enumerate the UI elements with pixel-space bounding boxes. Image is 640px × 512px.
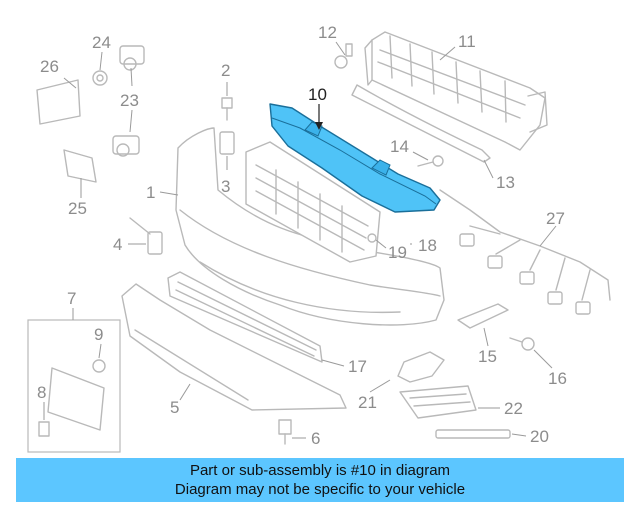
callout-6: 6 [311, 429, 320, 448]
bracket-26-part [36, 79, 81, 125]
callout-9: 9 [94, 325, 103, 344]
trim-part-22 [399, 385, 477, 419]
clip-4-part [129, 217, 163, 255]
energy-absorber-part-10 [269, 103, 441, 213]
callout-25: 25 [68, 199, 87, 218]
wiring-harness-part-27 [439, 189, 611, 315]
bolt-12-part [334, 43, 353, 69]
lower-grille-part-17 [167, 271, 323, 363]
brace-part [351, 84, 491, 163]
callout-13: 13 [496, 173, 515, 192]
bolt-16-part [509, 337, 535, 351]
bracket-25-part [63, 149, 97, 183]
nut-3-part [219, 131, 235, 155]
grille-part-18 [245, 141, 381, 263]
callout-19: 19 [388, 243, 407, 262]
strip-part-20 [435, 429, 511, 439]
sensor-23-part [112, 45, 145, 157]
callout-2: 2 [221, 61, 230, 80]
callout-7: 7 [67, 289, 76, 308]
reinforcement-bar-part [364, 31, 548, 151]
callout-21: 21 [358, 393, 377, 412]
bolt-6-part [278, 419, 292, 445]
callout-23: 23 [120, 91, 139, 110]
callout-22: 22 [504, 399, 523, 418]
trim-part-21 [397, 351, 445, 383]
bolt-14-part [417, 155, 444, 167]
callout-24: 24 [92, 33, 111, 52]
callout-14: 14 [390, 137, 409, 156]
callout-26: 26 [40, 57, 59, 76]
callout-20: 20 [530, 427, 549, 446]
callout-16: 16 [548, 369, 567, 388]
info-banner: Part or sub-assembly is #10 in diagram D… [16, 458, 624, 502]
callout-12: 12 [318, 23, 337, 42]
callout-4: 4 [113, 235, 122, 254]
callout-11: 11 [458, 32, 476, 51]
callout-17: 17 [348, 357, 367, 376]
reflector-part-15 [457, 303, 509, 329]
callout-5: 5 [170, 398, 179, 417]
callout-1: 1 [146, 183, 155, 202]
banner-line-2: Diagram may not be specific to your vehi… [174, 481, 466, 498]
callout-15: 15 [478, 347, 497, 366]
callout-3: 3 [221, 177, 230, 196]
banner-line-1: Part or sub-assembly is #10 in diagram [189, 462, 451, 479]
plate-bracket-box [27, 319, 121, 453]
callout-10: 10 [308, 85, 327, 104]
callout-27: 27 [546, 209, 565, 228]
callout-8: 8 [37, 383, 46, 402]
callout-18: 18 [418, 236, 437, 255]
clip-24-part [92, 70, 108, 86]
spoiler-part-5 [121, 283, 347, 411]
screw-2-part [221, 97, 233, 121]
bumper-cover-part-1 [175, 127, 445, 326]
